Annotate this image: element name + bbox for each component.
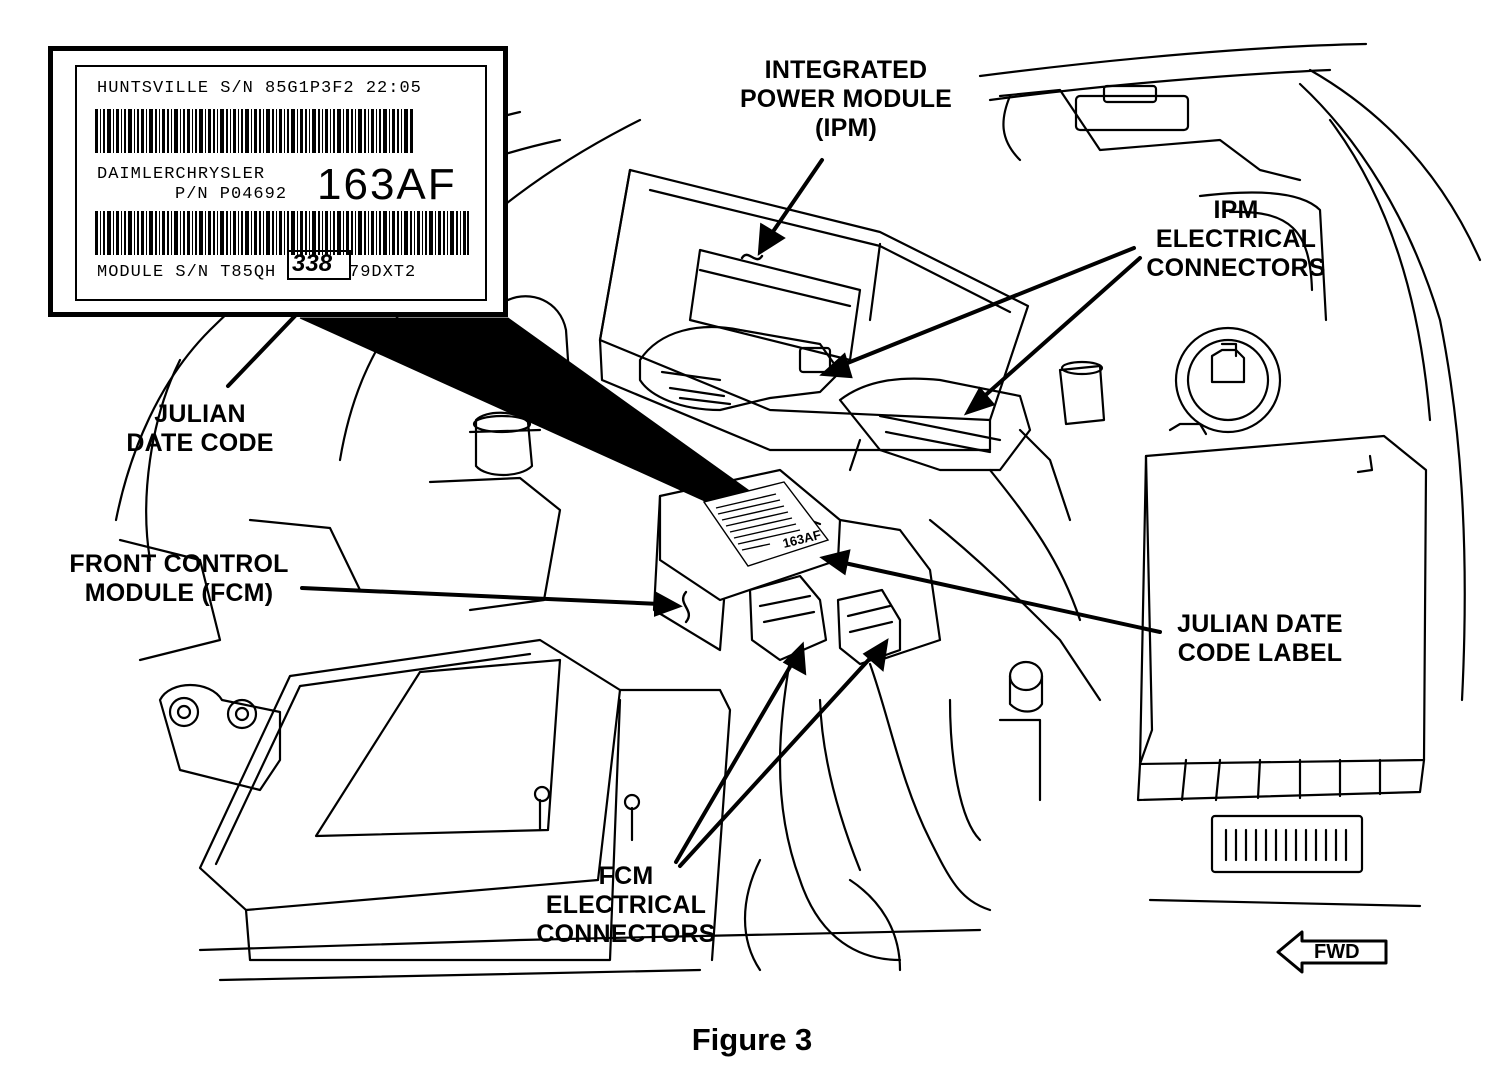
label-line-huntsville: HUNTSVILLE S/N 85G1P3F2 22:05	[97, 79, 422, 98]
module-label-sticker	[702, 481, 830, 567]
fwd-label: FWD	[1314, 941, 1360, 963]
fwd-arrow-icon	[1276, 930, 1388, 974]
julian-date-inset: HUNTSVILLE S/N 85G1P3F2 22:05 DAIMLERCHR…	[48, 46, 508, 317]
callout-integrated-power-module: INTEGRATED POWER MODULE (IPM)	[739, 56, 953, 142]
label-manufacturer: DAIMLERCHRYSLER	[97, 165, 266, 184]
label-code-163af: 163AF	[317, 160, 457, 209]
julian-code-highlight-box	[287, 250, 351, 280]
callout-julian-date-code: JULIAN DATE CODE	[126, 400, 274, 457]
label-julian-code: 338	[292, 250, 333, 277]
label-part-number: P/N P04692	[175, 185, 288, 204]
label-module-sn-prefix: MODULE S/N T85QH	[97, 263, 277, 282]
barcode-bottom	[95, 211, 469, 255]
callout-julian-date-code-label: JULIAN DATE CODE LABEL	[1177, 610, 1343, 667]
callout-fcm-electrical-connectors: FCM ELECTRICAL CONNECTORS	[536, 862, 716, 948]
label-module-sn-suffix: 79DXT2	[349, 263, 417, 282]
callout-front-control-module: FRONT CONTROL MODULE (FCM)	[69, 550, 289, 607]
figure-caption: Figure 3	[691, 1022, 813, 1057]
callout-ipm-electrical-connectors: IPM ELECTRICAL CONNECTORS	[1146, 196, 1326, 282]
forward-direction-arrow: FWD	[1276, 929, 1390, 980]
date-code-label-card: HUNTSVILLE S/N 85G1P3F2 22:05 DAIMLERCHR…	[75, 65, 487, 301]
inset-pointer-wedge	[299, 317, 792, 527]
barcode-top	[95, 109, 413, 153]
